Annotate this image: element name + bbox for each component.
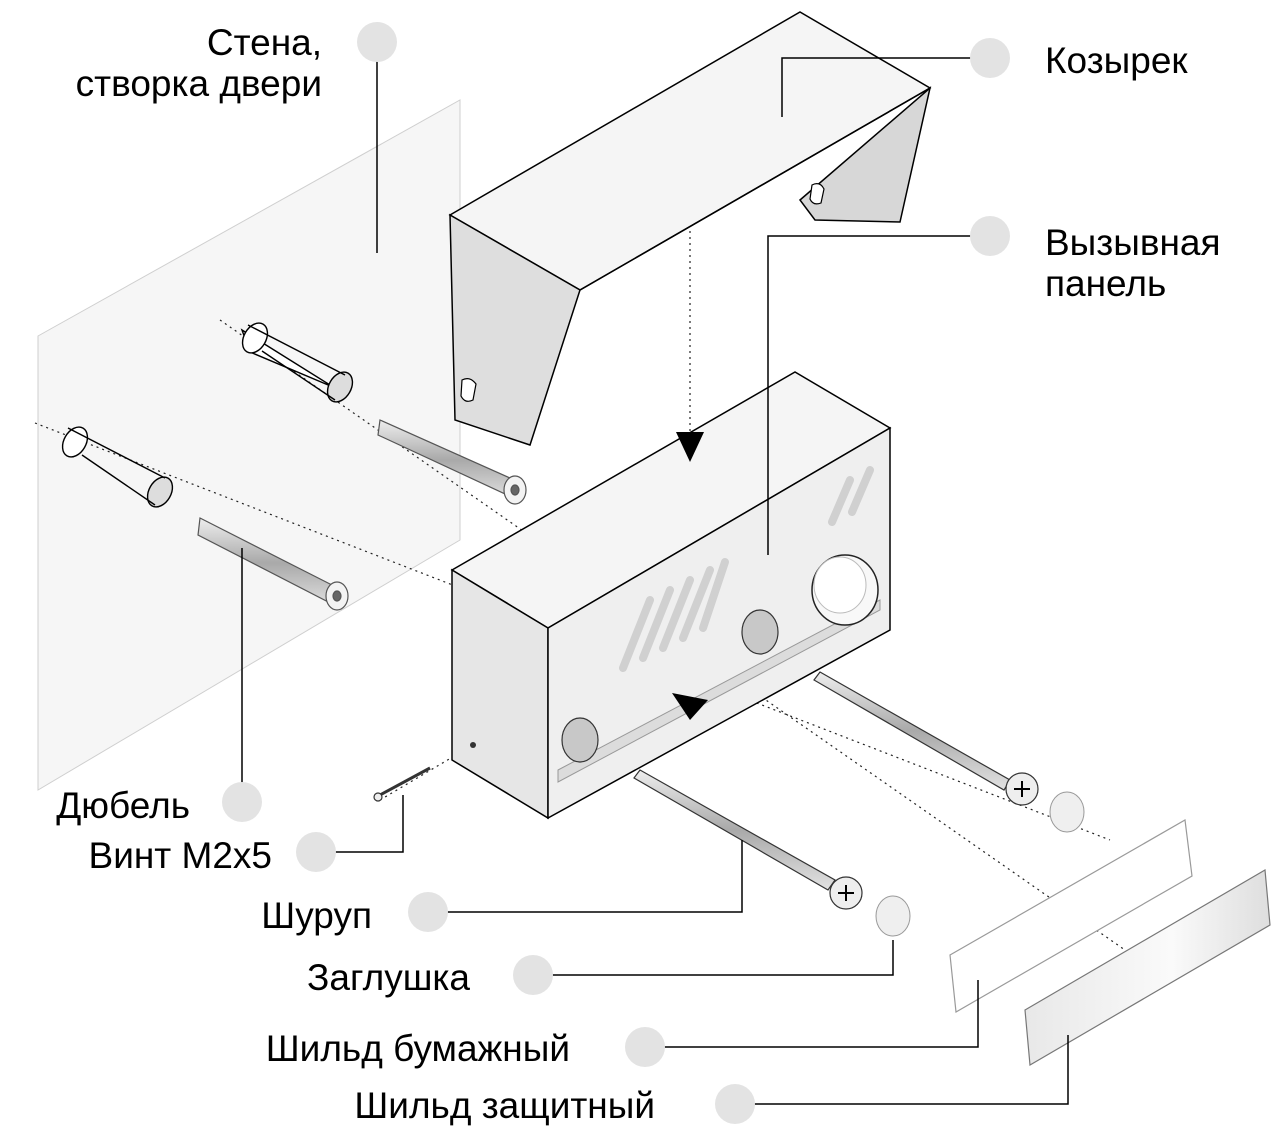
marker-dowel xyxy=(222,782,262,822)
label-wall-line2: створка двери xyxy=(75,63,322,104)
wood-screws xyxy=(633,671,1039,910)
marker-wall xyxy=(357,22,397,62)
label-panel: Вызывная панель xyxy=(1045,222,1221,304)
paper-plate xyxy=(949,819,1193,1013)
marker-visor xyxy=(970,38,1010,78)
plug-1 xyxy=(875,895,911,937)
label-paper-plate: Шильд бумажный xyxy=(265,1028,570,1069)
label-plug: Заглушка xyxy=(307,957,470,998)
dowels xyxy=(197,419,527,611)
label-protective-plate: Шильд защитный xyxy=(354,1085,655,1126)
marker-m2-screw xyxy=(296,832,336,872)
arrow-left xyxy=(672,693,708,720)
callout-markers xyxy=(222,22,1010,1124)
label-visor: Козырек xyxy=(1045,40,1188,81)
wall-sleeves xyxy=(61,322,354,508)
marker-wood-screw xyxy=(408,892,448,932)
arrow-down xyxy=(676,432,704,462)
m2-screw xyxy=(373,766,431,802)
label-wall: Стена, створка двери xyxy=(76,22,322,104)
marker-plug xyxy=(513,955,553,995)
label-dowel: Дюбель xyxy=(56,785,190,826)
marker-panel xyxy=(970,216,1010,256)
label-panel-line2: панель xyxy=(1045,263,1167,304)
label-m2-screw: Винт М2х5 xyxy=(88,835,272,876)
marker-protective-plate xyxy=(715,1084,755,1124)
wall-panel xyxy=(37,99,461,791)
protective-plate xyxy=(1024,869,1271,1066)
leader-lines xyxy=(241,42,1069,1105)
label-wood-screw: Шуруп xyxy=(261,895,372,936)
visor-part xyxy=(448,11,932,446)
label-panel-line1: Вызывная xyxy=(1045,222,1221,263)
plug-2 xyxy=(1049,791,1085,833)
marker-paper-plate xyxy=(625,1027,665,1067)
label-wall-line1: Стена, xyxy=(206,22,322,63)
